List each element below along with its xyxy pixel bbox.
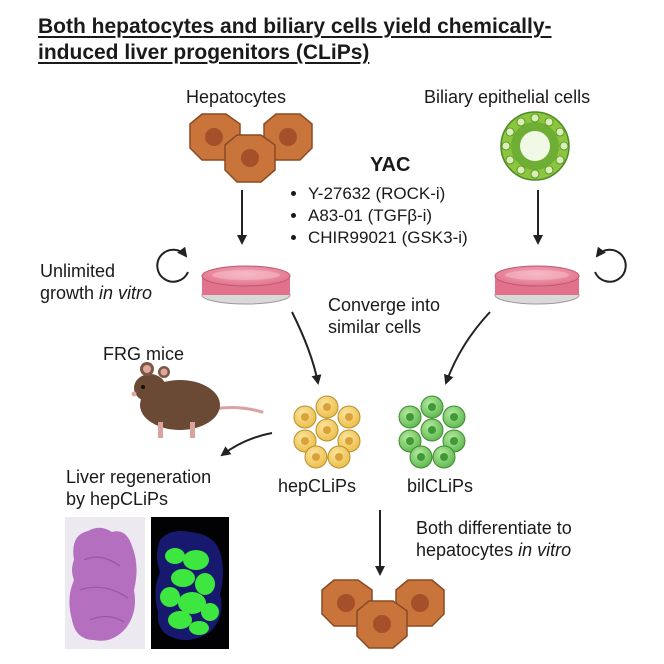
yac-item-target: (ROCK-i) <box>375 184 446 203</box>
culture-dish-left-icon <box>201 265 291 305</box>
converge-line2: similar cells <box>328 317 422 337</box>
he-stain-image <box>65 517 145 649</box>
mouse-icon <box>131 362 264 438</box>
yac-item-name: Y-27632 <box>308 184 371 203</box>
yac-item-target: (TGFβ-i) <box>367 206 433 225</box>
growth-line2-prefix: growth <box>40 283 100 303</box>
differentiate-line2-italic: in vitro <box>518 540 572 560</box>
growth-line1: Unlimited <box>40 261 116 281</box>
converge-line1: Converge into <box>328 295 441 315</box>
label-biliary-epithelial-cells: Biliary epithelial cells <box>424 87 591 107</box>
yac-item: CHIR99021 (GSK3-i) <box>308 227 468 249</box>
yac-item-name: A83-01 <box>308 206 363 225</box>
yac-title: YAC <box>370 154 411 176</box>
label-frg-mice: FRG mice <box>103 344 184 364</box>
self-renewal-right-icon <box>594 246 627 283</box>
yac-compound-list: Y-27632 (ROCK-i) A83-01 (TGFβ-i) CHIR990… <box>286 183 468 249</box>
figure-title-line1: Both hepatocytes and biliary cells yield… <box>38 15 552 38</box>
figure-title-line2: induced liver progenitors (CLiPs) <box>38 41 370 64</box>
arrow-transplant <box>220 432 273 457</box>
hepatocytes-bottom-icon <box>321 579 445 649</box>
self-renewal-left-icon <box>156 246 189 283</box>
growth-line2-italic: in vitro <box>99 283 153 303</box>
regeneration-line2: by hepCLiPs <box>66 489 169 509</box>
yac-item: A83-01 (TGFβ-i) <box>308 205 468 227</box>
differentiate-line1: Both differentiate to <box>416 518 572 538</box>
label-unlimited-growth: Unlimited growth in vitro <box>40 260 152 304</box>
bilclips-cluster-icon <box>398 395 466 469</box>
biliary-organoid-icon <box>500 111 570 181</box>
yac-item-name: CHIR99021 <box>308 228 397 247</box>
fluorescence-image <box>151 517 229 649</box>
label-hepclips: hepCLiPs <box>278 476 357 496</box>
label-converge: Converge into similar cells <box>328 294 440 338</box>
hepatocytes-top-icon <box>189 113 313 183</box>
arrow-converge-hep <box>291 311 322 385</box>
growth-line2: growth in vitro <box>40 282 152 304</box>
regeneration-line1: Liver regeneration <box>66 467 212 487</box>
yac-item-target: (GSK3-i) <box>401 228 468 247</box>
differentiate-line2-prefix: hepatocytes <box>416 540 519 560</box>
arrow-converge-bil <box>443 311 491 385</box>
label-liver-regeneration: Liver regeneration by hepCLiPs <box>66 466 211 510</box>
label-hepatocytes: Hepatocytes <box>186 87 287 107</box>
hepclips-cluster-icon <box>293 395 361 469</box>
figure-title: Both hepatocytes and biliary cells yield… <box>38 14 552 66</box>
label-differentiate: Both differentiate to hepatocytes in vit… <box>416 517 572 561</box>
label-bilclips: bilCLiPs <box>407 476 474 496</box>
differentiate-line2: hepatocytes in vitro <box>416 539 572 561</box>
yac-item: Y-27632 (ROCK-i) <box>308 183 468 205</box>
culture-dish-right-icon <box>494 265 580 305</box>
